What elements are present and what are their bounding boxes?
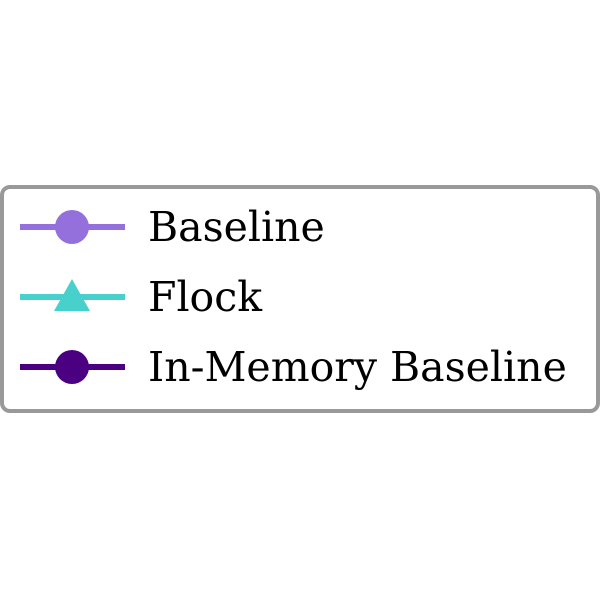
legend-label-baseline: Baseline — [148, 203, 325, 251]
legend-frame — [0, 185, 600, 413]
legend-label-flock: Flock — [148, 273, 263, 321]
legend-entry-in-memory-baseline: In-Memory Baseline — [20, 343, 567, 391]
legend-marker-circle-icon — [55, 350, 89, 384]
legend-entry-flock: Flock — [20, 273, 263, 321]
legend-marker-triangle-icon — [54, 279, 90, 311]
legend-marker-circle-icon — [55, 210, 89, 244]
legend-entry-baseline: Baseline — [20, 203, 325, 251]
legend-label-in-memory-baseline: In-Memory Baseline — [148, 343, 567, 391]
